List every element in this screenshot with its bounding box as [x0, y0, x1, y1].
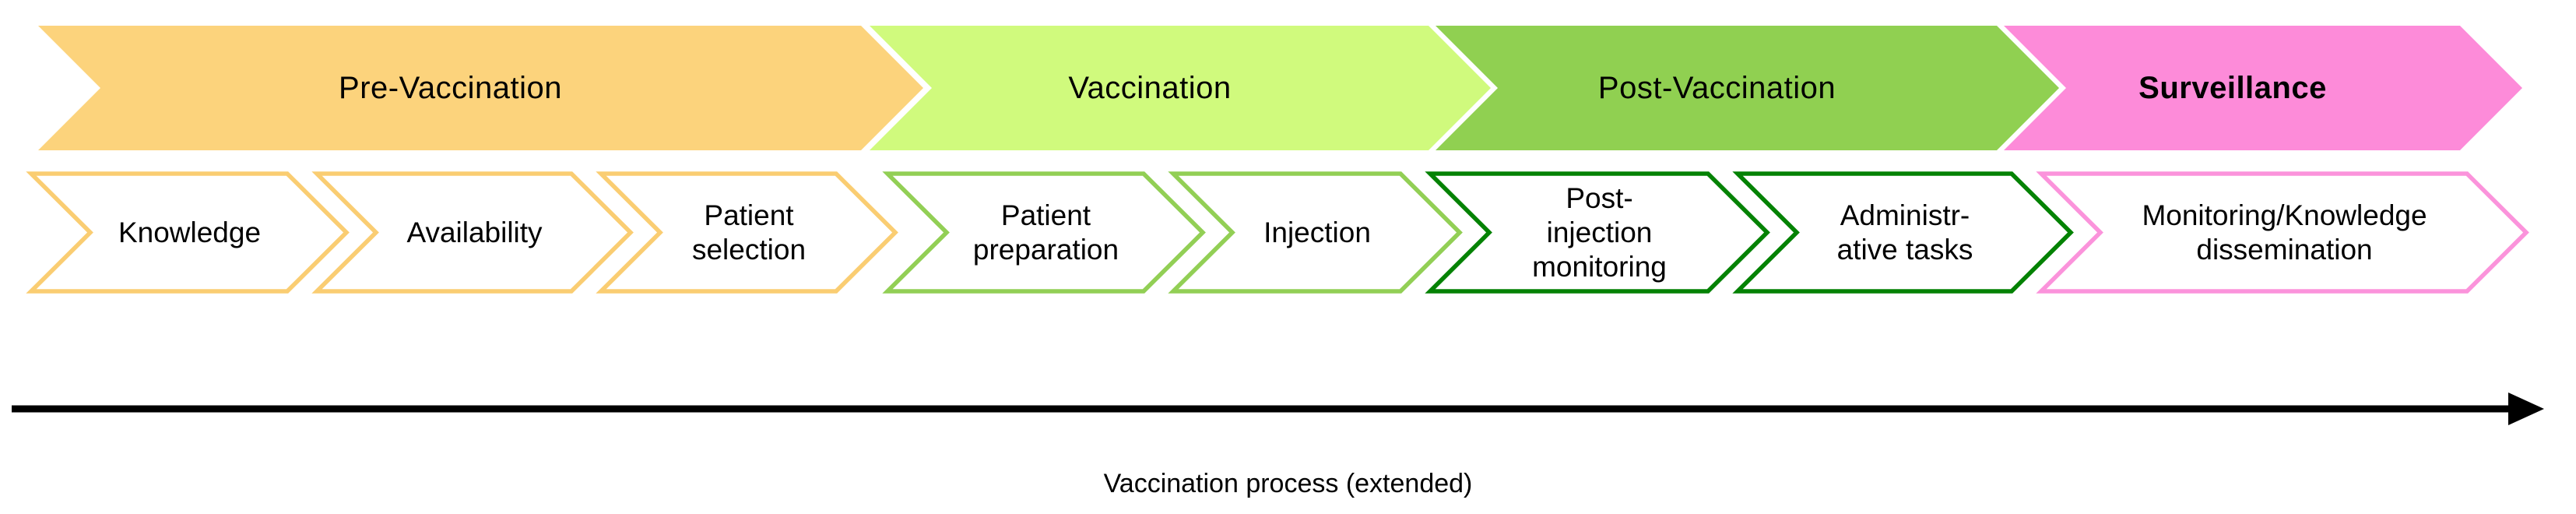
step-label-line: Patient: [704, 199, 794, 231]
step-label-line: preparation: [972, 234, 1119, 266]
step-label-line: selection: [691, 234, 807, 266]
step-label-line: injection: [1546, 217, 1653, 248]
step-chevron-availability: [311, 171, 634, 294]
stage-arrow-pre-vaccination: [38, 26, 923, 150]
step-label-line: Knowledge: [118, 217, 262, 248]
step-label-monitoring-dissemination: Monitoring/Knowledge dissemination: [2103, 171, 2465, 294]
step-label-line: Post-: [1566, 182, 1633, 214]
step-chevron-post-injection-monitoring: [1425, 171, 1770, 294]
step-label-knowledge: Knowledge: [93, 171, 286, 294]
stage-label-pre-vaccination: Pre-Vaccination: [339, 70, 562, 105]
step-label-line: ative tasks: [1836, 234, 1973, 266]
timeline-arrowhead-icon: [2508, 393, 2544, 425]
step-label-availability: Availability: [379, 171, 570, 294]
stage-arrow-surveillance: [2004, 26, 2522, 150]
step-label-injection: Injection: [1235, 171, 1399, 294]
step-chevron-injection: [1168, 171, 1463, 294]
step-label-line: Administr-: [1840, 199, 1970, 231]
step-label-patient-selection: Patient selection: [663, 171, 835, 294]
step-label-line: monitoring: [1532, 251, 1667, 283]
step-chevron-patient-preparation: [882, 171, 1206, 294]
step-chevron-knowledge: [26, 171, 350, 294]
stage-arrow-post-vaccination: [1436, 26, 2059, 150]
step-label-line: Patient: [1000, 199, 1091, 231]
stage-label-post-vaccination: Post-Vaccination: [1597, 70, 1836, 105]
step-label-patient-preparation: Patient preparation: [950, 171, 1142, 294]
step-label-post-injection-monitoring: Post- injection monitoring: [1492, 171, 1706, 294]
step-label-administrative-tasks: Administr- ative tasks: [1800, 171, 2010, 294]
step-label-line: Injection: [1263, 217, 1371, 248]
stage-label-vaccination: Vaccination: [1068, 70, 1232, 105]
stage-arrow-vaccination: [870, 26, 1491, 150]
step-chevron-patient-selection: [596, 171, 898, 294]
step-chevron-monitoring-dissemination: [2036, 171, 2529, 294]
step-label-line: dissemination: [2196, 234, 2373, 266]
step-label-line: Availability: [406, 217, 543, 248]
stage-label-surveillance: Surveillance: [2138, 70, 2327, 105]
axis-caption: Vaccination process (extended): [1103, 468, 1473, 498]
step-chevron-administrative-tasks: [1732, 171, 2074, 294]
step-label-line: Monitoring/Knowledge: [2142, 199, 2427, 231]
